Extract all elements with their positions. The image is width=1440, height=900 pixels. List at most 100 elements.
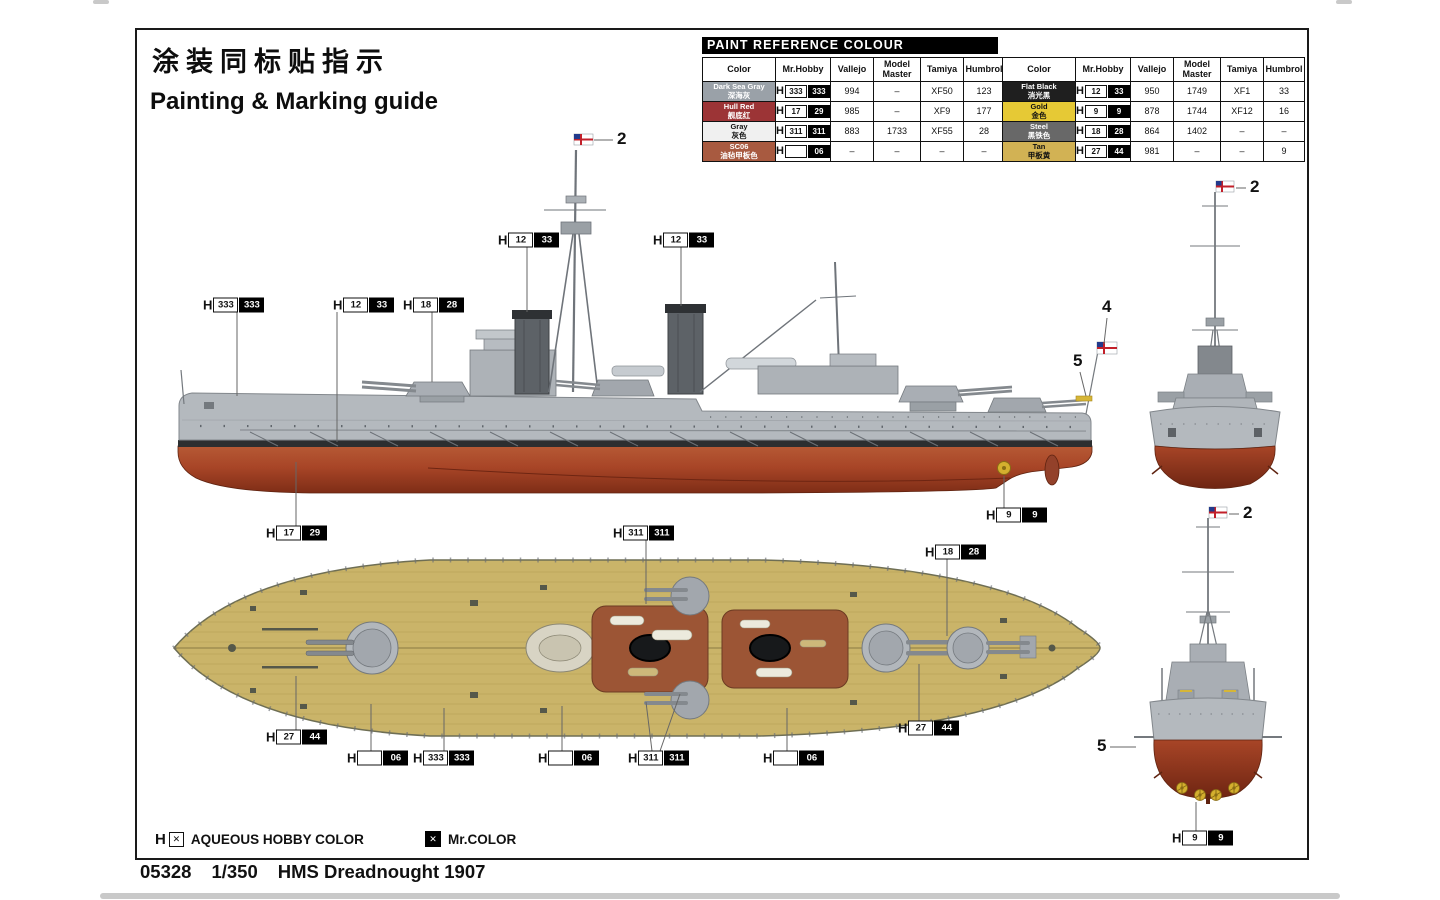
ship-stern-view-drawing bbox=[1134, 506, 1282, 804]
column-header: Model Master bbox=[1173, 57, 1221, 82]
hull-stern bbox=[1134, 697, 1282, 744]
model-master-cell: 1749 bbox=[1173, 81, 1221, 102]
x-turret-top bbox=[861, 623, 954, 673]
vallejo-cell: 994 bbox=[830, 81, 874, 102]
aft-funnel-top bbox=[749, 634, 791, 662]
column-header: Tamiya bbox=[1220, 57, 1264, 82]
part-number-callout: 5 bbox=[1097, 736, 1107, 755]
page-edge-mark-top-right bbox=[1336, 0, 1352, 4]
ship-front-view-drawing bbox=[1149, 180, 1281, 489]
column-header: Humbrol bbox=[1263, 57, 1305, 82]
vallejo-cell: 878 bbox=[1130, 101, 1174, 122]
mainmast-stern bbox=[1182, 518, 1234, 661]
legend-aqueous: H ✕ AQUEOUS HOBBY COLOR bbox=[155, 831, 364, 848]
rudder-stern bbox=[1206, 794, 1210, 804]
fore-turret-top bbox=[305, 621, 399, 675]
ensign-flag-icon bbox=[573, 133, 594, 146]
humbrol-cell: 33 bbox=[1263, 81, 1305, 102]
ensign-flag-icon bbox=[1215, 180, 1235, 193]
paint-table-header: PAINT REFERENCE COLOUR bbox=[702, 37, 998, 54]
model-master-cell: 1744 bbox=[1173, 101, 1221, 122]
column-header: Humbrol bbox=[963, 57, 1005, 82]
column-header: Color bbox=[702, 57, 776, 82]
column-header: Model Master bbox=[873, 57, 921, 82]
aft-funnel bbox=[665, 304, 706, 395]
checkbox-x-black-icon: ✕ bbox=[425, 831, 441, 847]
y-turret-top bbox=[946, 626, 1030, 670]
part-number-callout: 4 bbox=[1102, 297, 1112, 316]
wing-turret-side bbox=[555, 379, 655, 397]
legend-h-prefix: H bbox=[155, 831, 166, 848]
hull-red-front bbox=[1154, 445, 1276, 489]
column-header: Color bbox=[1002, 57, 1076, 82]
tamiya-cell: XF50 bbox=[920, 81, 964, 102]
legend-mrcolor: ✕ Mr.COLOR bbox=[425, 831, 516, 847]
tamiya-cell: – bbox=[1220, 141, 1264, 162]
tamiya-cell: XF1 bbox=[1220, 81, 1264, 102]
kit-number: 05328 bbox=[140, 861, 192, 882]
part-number-callout: 2 bbox=[1243, 503, 1253, 522]
wing-turret-port-top bbox=[644, 576, 710, 616]
boats-top bbox=[609, 615, 827, 678]
rudder bbox=[1044, 454, 1060, 486]
hull-red-side bbox=[177, 445, 1093, 494]
page-edge-mark-bottom bbox=[100, 893, 1340, 899]
humbrol-cell: 16 bbox=[1263, 101, 1305, 122]
propeller-icon bbox=[997, 461, 1011, 475]
tamiya-cell: – bbox=[1220, 121, 1264, 142]
ensign-flag-icon bbox=[1208, 506, 1228, 519]
column-header: Vallejo bbox=[830, 57, 874, 82]
waterline-stripe bbox=[178, 440, 1092, 447]
kit-name: HMS Dreadnought 1907 bbox=[277, 861, 486, 882]
model-master-cell: – bbox=[873, 81, 921, 102]
model-master-cell: – bbox=[1173, 141, 1221, 162]
humbrol-cell: – bbox=[1263, 121, 1305, 142]
page-title-english: Painting & Marking guide bbox=[150, 88, 439, 115]
hull-front bbox=[1149, 406, 1281, 450]
column-header: Vallejo bbox=[1130, 57, 1174, 82]
tamiya-cell: XF9 bbox=[920, 101, 964, 122]
column-header: Mr.Hobby bbox=[1075, 57, 1131, 82]
y-turret-side bbox=[987, 397, 1087, 413]
hull-gray-side bbox=[178, 392, 1092, 441]
superstructure-stern bbox=[1161, 643, 1255, 701]
